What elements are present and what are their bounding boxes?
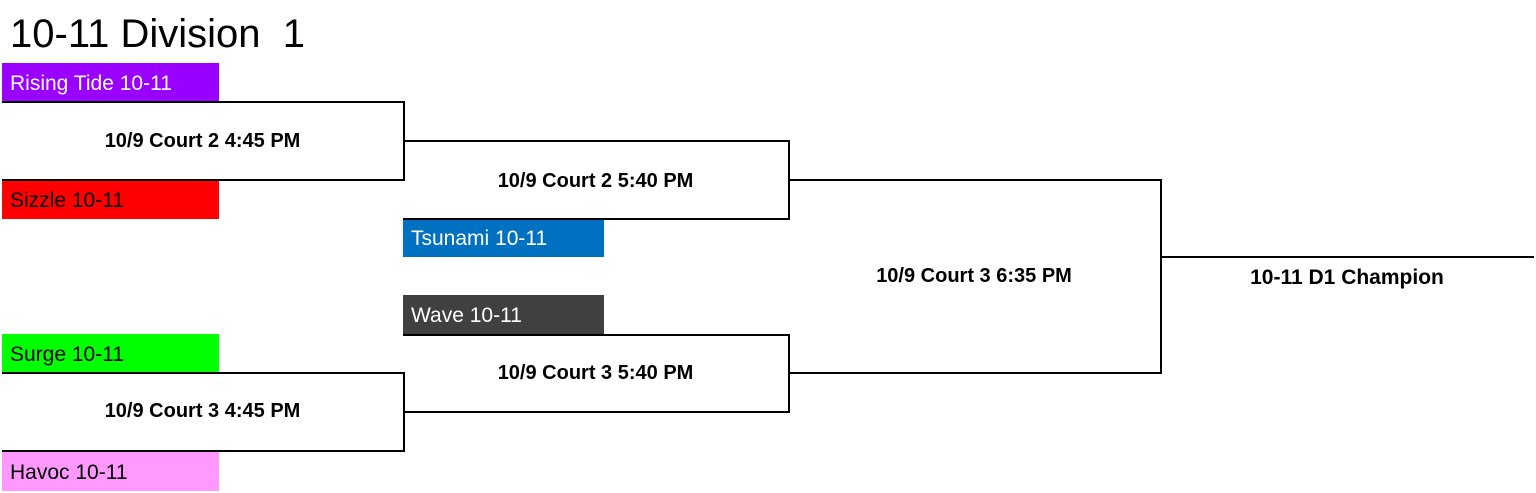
team-tsunami: Tsunami 10-11	[403, 218, 604, 257]
bracket-line	[403, 411, 790, 413]
bracket-line	[2, 179, 405, 181]
bracket-line	[788, 179, 1162, 181]
bracket-line	[403, 334, 790, 336]
bracket-line	[2, 101, 405, 103]
champion-label: 10-11 D1 Champion	[1250, 266, 1444, 289]
game-label: 10/9 Court 3 4:45 PM	[104, 400, 301, 422]
team-wave: Wave 10-11	[403, 295, 604, 334]
bracket-line	[2, 450, 405, 452]
bracket-line	[2, 372, 405, 374]
team-surge: Surge 10-11	[2, 334, 219, 373]
bracket-line	[1160, 256, 1534, 258]
game-label: 10/9 Court 3 5:40 PM	[497, 362, 694, 384]
bracket-line	[403, 218, 790, 220]
game-label: 10/9 Court 3 6:35 PM	[876, 265, 1072, 287]
game-label: 10/9 Court 2 5:40 PM	[497, 170, 694, 192]
team-havoc: Havoc 10-11	[2, 452, 219, 491]
team-rising-tide: Rising Tide 10-11	[2, 63, 219, 102]
bracket-line	[1160, 179, 1162, 374]
bracket-line	[403, 140, 790, 142]
bracket-line	[788, 372, 1162, 374]
game-label: 10/9 Court 2 4:45 PM	[104, 130, 301, 152]
bracket-title: 10-11 Division 1	[10, 12, 305, 56]
team-sizzle: Sizzle 10-11	[2, 180, 219, 219]
